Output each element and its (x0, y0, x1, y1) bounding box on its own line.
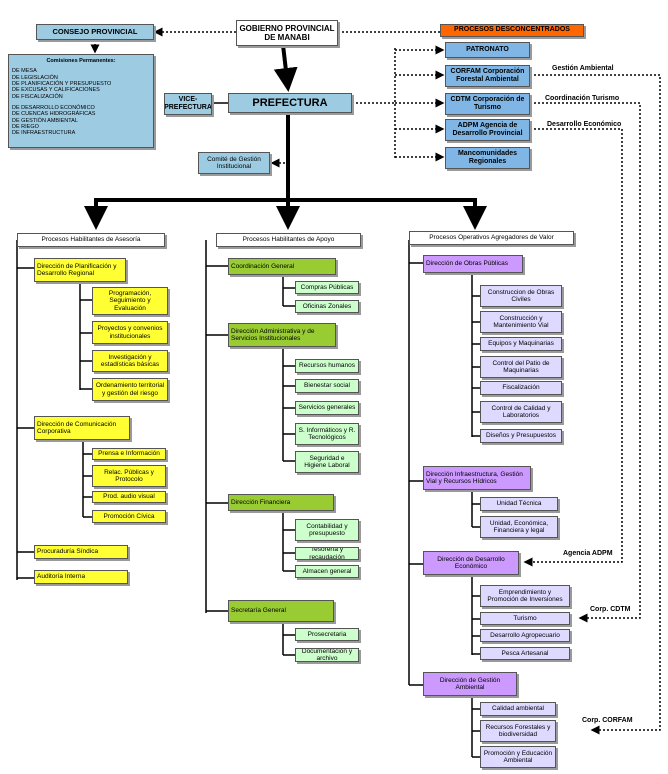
administrativa-item: Seguridad e Higiene Laboral (295, 451, 359, 473)
coordinacion-item: Oficinas Zonales (295, 300, 359, 313)
vice-prefectura-box: VICE-PREFECTURA (164, 93, 212, 115)
dir-planificacion: Dirección de Planificación y Desarrollo … (34, 258, 126, 282)
procuraduria-sindica: Procuraduría Síndica (34, 545, 128, 559)
header-asesoria: Procesos Habilitantes de Asesoría (17, 233, 165, 247)
desarrollo-item: Desarrollo Agropecuario (480, 629, 570, 642)
financiera-item: Tesorería y recaudación (295, 547, 359, 560)
administrativa-item: Bienestar social (295, 379, 359, 393)
comunicacion-item: Prensa e Información (92, 448, 166, 460)
comision-item: DE FISCALIZACIÓN (12, 93, 63, 100)
corfam-box: CORFAM Corporación Forestal Ambiental (445, 65, 530, 87)
adpm-box: ADPM Agencia de Desarrollo Provincial (445, 119, 530, 141)
auditoria-interna: Auditoría Interna (34, 570, 128, 584)
administrativa-item: Recursos humanos (295, 359, 359, 373)
planificacion-item: Investigación y estadísticas básicas (92, 350, 168, 372)
secretaria-item: Prosecretaria (295, 628, 359, 641)
desarrollo-item: Pesca Artesanal (480, 647, 570, 660)
label-agencia-adpm: Agencia ADPM (563, 550, 613, 557)
infra-item: Unidad, Económica, Financiera y legal (480, 516, 558, 538)
ambiental-item: Calidad ambiental (480, 702, 556, 716)
cdtm-box: CDTM Corporación de Turismo (445, 93, 530, 115)
patronato-box: PATRONATO (445, 42, 530, 58)
gobierno-provincial-box: GOBIERNO PROVINCIAL DE MANABI (236, 20, 338, 46)
planificacion-item: Ordenamiento territorial y gestión del r… (92, 378, 168, 401)
label-coordinacion-turismo: Coordinación Turismo (545, 95, 620, 102)
comision-item: DE PLANIFICACIÓN Y PRESUPUESTO (12, 80, 112, 87)
coordinacion-item: Compras Públicas (295, 281, 359, 294)
obras-item: Fiscalización (480, 381, 562, 395)
dir-desarrollo-economico: Dirección de Desarrollo Económico (423, 551, 519, 575)
obras-item: Control de Calidad y Laboratorios (480, 401, 562, 423)
planificacion-item: Proyectos y convenios institucionales (92, 321, 168, 344)
dir-gestion-ambiental: Dirección de Gestión Ambiental (423, 672, 517, 696)
comision-item: DE INFRAESTRUCTURA (12, 130, 76, 137)
obras-item: Equipos y Maquinarias (480, 337, 562, 351)
comision-item: DE LEGISLACIÓN (12, 74, 58, 81)
consejo-provincial-box: CONSEJO PROVINCIAL (36, 24, 154, 40)
dir-administrativa: Dirección Administrativa y de Servicios … (228, 323, 336, 347)
comite-gestion-box: Comité de Gestión Institucional (198, 152, 270, 174)
ambiental-item: Promoción y Educación Ambiental (480, 746, 556, 768)
administrativa-item: Servicios generales (295, 401, 359, 415)
comunicacion-item: Prod. audio visual (92, 491, 166, 503)
prefectura-box: PREFECTURA (228, 93, 352, 113)
header-apoyo: Procesos Habilitantes de Apoyo (216, 233, 361, 247)
header-operativos: Procesos Operativos Agregadores de Valor (409, 231, 574, 245)
dir-comunicacion: Dirección de Comunicación Corporativa (34, 416, 130, 440)
secretaria-item: Documentación y archivo (295, 648, 359, 662)
obras-item: Diseños y Presupuestos (480, 429, 562, 443)
dir-infraestructura: Dirección Infraestructura, Gestión Vial … (423, 466, 531, 490)
comision-item: DE MESA (12, 68, 37, 75)
administrativa-item: S. Informáticos y R. Tecnológicos (295, 423, 359, 445)
desarrollo-item: Turismo (480, 612, 570, 625)
desarrollo-item: Emprendimiento y Promoción de Inversione… (480, 585, 570, 607)
dir-financiera: Dirección Financiera (228, 494, 334, 511)
comision-item: DE DESARROLLO ECONÓMICO (12, 104, 95, 111)
label-gestion-ambiental: Gestión Ambiental (552, 65, 614, 72)
procesos-desconcentrados-header: PROCESOS DESCONCENTRADOS (440, 24, 584, 37)
comisiones-permanentes-box: Comisiones Permanentes: DE MESA DE LEGIS… (8, 54, 154, 148)
comision-item: DE GESTIÓN AMBIENTAL (12, 117, 78, 124)
comision-item: DE EXCUSAS Y CALIFICACIONES (12, 87, 100, 94)
planificacion-item: Programación, Seguimiento y Evaluación (92, 287, 168, 315)
comision-item: DE RIEGO (12, 123, 39, 130)
secretaria-general: Secretaría General (228, 600, 334, 622)
infra-item: Unidad Técnica (480, 497, 558, 511)
obras-item: Control del Patio de Maquinarias (480, 356, 562, 378)
obras-item: Construcción y Mantenimiento Vial (480, 311, 562, 333)
comisiones-title: Comisiones Permanentes: (46, 58, 116, 64)
label-corp-corfam: Corp. CORFAM (582, 717, 633, 724)
dir-obras-publicas: Dirección de Obras Públicas (423, 255, 523, 273)
comunicacion-item: Relac. Públicas y Protocolo (92, 465, 166, 487)
coordinacion-general: Coordinación General (228, 258, 336, 275)
obras-item: Construccion de Obras Civiles (480, 285, 562, 307)
label-corp-cdtm: Corp. CDTM (590, 606, 631, 613)
financiera-item: Contabilidad y presupuesto (295, 519, 359, 541)
ambiental-item: Recursos Forestales y biodiversidad (480, 720, 556, 742)
comision-item: DE CUENCAS HIDROGRÁFICAS (12, 111, 96, 118)
label-desarrollo-economico: Desarrollo Económico (547, 121, 622, 128)
comunicacion-item: Promoción Cívica (92, 510, 166, 523)
mancomunidades-box: Mancomunidades Regionales (445, 147, 530, 169)
financiera-item: Almacen general (295, 565, 359, 578)
